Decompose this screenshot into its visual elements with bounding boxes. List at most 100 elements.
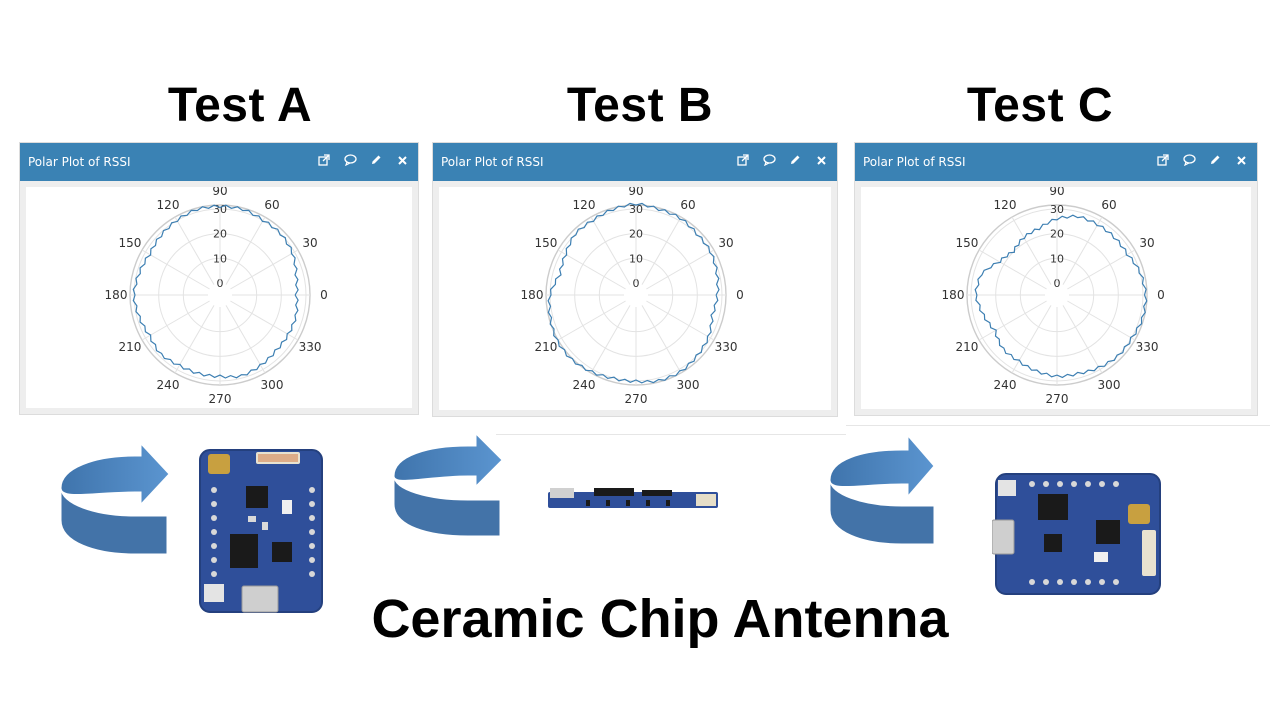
angular-tick-label: 90 bbox=[1049, 187, 1064, 198]
angular-grid-line bbox=[646, 300, 715, 341]
angular-grid-line bbox=[978, 300, 1047, 341]
angular-tick-label: 60 bbox=[1101, 198, 1116, 212]
angular-tick-label: 330 bbox=[715, 340, 738, 354]
angular-tick-label: 300 bbox=[1098, 378, 1121, 392]
angular-grid-line bbox=[1067, 249, 1136, 290]
divider bbox=[496, 434, 846, 435]
angular-grid-line bbox=[141, 300, 210, 341]
radial-tick-label: 0 bbox=[1054, 277, 1061, 290]
comment-icon[interactable] bbox=[1181, 152, 1197, 168]
pencil-icon[interactable] bbox=[368, 152, 384, 168]
angular-tick-label: 0 bbox=[736, 288, 744, 302]
angular-grid-line bbox=[641, 216, 682, 285]
angular-tick-label: 330 bbox=[299, 340, 322, 354]
panel-title: Polar Plot of RSSI bbox=[28, 155, 131, 169]
angular-grid-line bbox=[590, 216, 631, 285]
angular-tick-label: 150 bbox=[955, 236, 978, 250]
close-icon[interactable] bbox=[1233, 152, 1249, 168]
rotation-arrow-icon bbox=[60, 442, 170, 555]
panel-header: Polar Plot of RSSI bbox=[20, 143, 418, 181]
angular-grid-line bbox=[557, 249, 626, 290]
rotation-arrow-icon bbox=[829, 434, 935, 545]
angular-tick-label: 270 bbox=[209, 392, 232, 406]
angular-tick-label: 0 bbox=[320, 288, 328, 302]
angular-tick-label: 120 bbox=[573, 198, 596, 212]
angular-tick-label: 120 bbox=[994, 198, 1017, 212]
angular-tick-label: 60 bbox=[264, 198, 279, 212]
close-icon[interactable] bbox=[813, 152, 829, 168]
angular-tick-label: 210 bbox=[534, 340, 557, 354]
angular-grid-line bbox=[1011, 305, 1052, 374]
external-link-icon[interactable] bbox=[735, 152, 751, 168]
angular-tick-label: 270 bbox=[1046, 392, 1069, 406]
angular-grid-line bbox=[230, 300, 299, 341]
radial-tick-label: 0 bbox=[217, 277, 224, 290]
angular-grid-line bbox=[174, 216, 215, 285]
angular-grid-line bbox=[646, 249, 715, 290]
angular-tick-label: 180 bbox=[105, 288, 128, 302]
board-edge-image bbox=[548, 488, 718, 508]
pencil-icon[interactable] bbox=[787, 152, 803, 168]
angular-grid-line bbox=[230, 249, 299, 290]
external-link-icon[interactable] bbox=[1155, 152, 1171, 168]
pencil-icon[interactable] bbox=[1207, 152, 1223, 168]
angular-tick-label: 90 bbox=[628, 187, 643, 198]
rssi-series-line bbox=[132, 204, 299, 379]
angular-tick-label: 210 bbox=[955, 340, 978, 354]
angular-tick-label: 0 bbox=[1157, 288, 1165, 302]
angular-tick-label: 330 bbox=[1136, 340, 1159, 354]
close-icon[interactable] bbox=[394, 152, 410, 168]
angular-tick-label: 120 bbox=[157, 198, 180, 212]
angular-grid-line bbox=[225, 305, 266, 374]
angular-grid-line bbox=[174, 305, 215, 374]
angular-tick-label: 240 bbox=[157, 378, 180, 392]
angular-grid-line bbox=[978, 249, 1047, 290]
angular-tick-label: 270 bbox=[625, 392, 648, 406]
test-c-title: Test C bbox=[966, 79, 1114, 132]
rssi-series-line bbox=[547, 202, 720, 384]
angular-tick-label: 240 bbox=[573, 378, 596, 392]
angular-tick-label: 300 bbox=[261, 378, 284, 392]
radial-tick-label: 0 bbox=[633, 277, 640, 290]
angular-tick-label: 150 bbox=[118, 236, 141, 250]
rssi-series-line bbox=[974, 214, 1148, 379]
angular-tick-label: 240 bbox=[994, 378, 1017, 392]
angular-tick-label: 150 bbox=[534, 236, 557, 250]
angular-grid-line bbox=[1062, 305, 1103, 374]
angular-grid-line bbox=[141, 249, 210, 290]
angular-grid-line bbox=[641, 305, 682, 374]
panel-title: Polar Plot of RSSI bbox=[441, 155, 544, 169]
angular-tick-label: 180 bbox=[521, 288, 544, 302]
angular-tick-label: 180 bbox=[942, 288, 965, 302]
angular-grid-line bbox=[1011, 216, 1052, 285]
angular-tick-label: 30 bbox=[718, 236, 733, 250]
rotation-arrow-icon bbox=[393, 432, 503, 537]
angular-tick-label: 30 bbox=[302, 236, 317, 250]
external-link-icon[interactable] bbox=[316, 152, 332, 168]
comment-icon[interactable] bbox=[761, 152, 777, 168]
panel-header: Polar Plot of RSSI bbox=[855, 143, 1257, 181]
angular-tick-label: 90 bbox=[212, 187, 227, 198]
angular-tick-label: 60 bbox=[680, 198, 695, 212]
angular-tick-label: 30 bbox=[1139, 236, 1154, 250]
test-a-title: Test A bbox=[167, 79, 313, 132]
panel-header: Polar Plot of RSSI bbox=[433, 143, 837, 181]
angular-grid-line bbox=[557, 300, 626, 341]
test-b-title: Test B bbox=[566, 79, 714, 132]
board-vertical-image bbox=[199, 449, 323, 613]
angular-tick-label: 210 bbox=[118, 340, 141, 354]
angular-grid-line bbox=[1062, 216, 1103, 285]
panel-title: Polar Plot of RSSI bbox=[863, 155, 966, 169]
comment-icon[interactable] bbox=[342, 152, 358, 168]
angular-grid-line bbox=[590, 305, 631, 374]
angular-grid-line bbox=[225, 216, 266, 285]
